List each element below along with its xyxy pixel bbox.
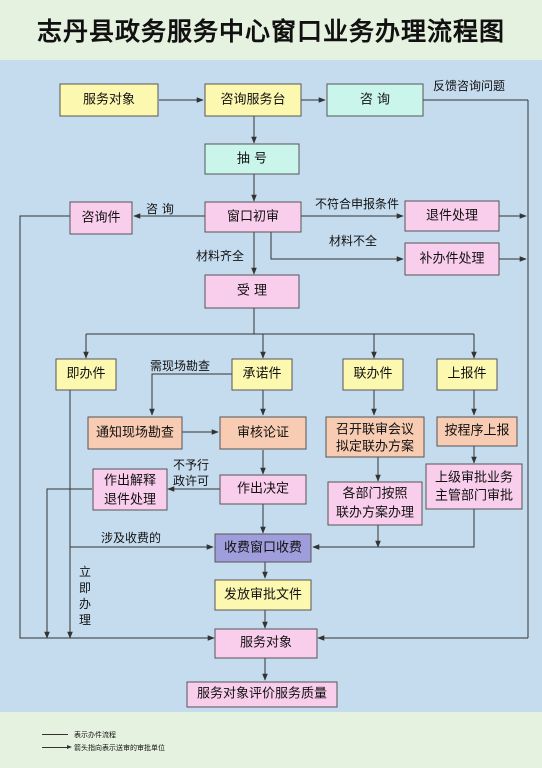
node-tongzhi-xianchang: 通知现场勘查: [87, 416, 183, 450]
legend: 表示办件流程 箭头指向表示送审的审批单位: [42, 728, 165, 754]
edge-promise-to-survey: [149, 373, 232, 416]
svg-text:上级审批业务: 上级审批业务: [435, 470, 513, 486]
edge-superior-to-fee: [378, 509, 475, 548]
edge-explain-to-bottom: [44, 488, 92, 639]
node-fuwu-duixiang-top: 服务对象: [59, 83, 159, 117]
node-zuochu-jieshi: 作出解释 退件处理: [92, 468, 168, 511]
legend-flow-text: 表示办件流程: [74, 730, 116, 739]
node-shangbaojian: 上报件: [436, 358, 498, 391]
svg-text:审核论证: 审核论证: [237, 426, 289, 441]
svg-text:作出解释: 作出解释: [104, 474, 156, 489]
node-tuijian-chuli: 退件处理: [404, 200, 500, 232]
edge-consultcase-to-bottom: [19, 215, 215, 641]
label-li-3: 办: [79, 596, 91, 611]
flowchart: 服务对象 咨询服务台 咨 询 抽 号 窗口初审 咨询件 退件处理 补办件处理 受…: [19, 78, 529, 708]
legend-arrow-icon: [42, 745, 72, 749]
svg-text:收费窗口收费: 收费窗口收费: [224, 540, 302, 556]
node-zhaokai-lianshen: 召开联审会议 拟定联办方案: [325, 416, 425, 458]
label-buyu-1: 不予行: [173, 458, 209, 472]
node-gebumen: 各部门按照 联办方案办理: [327, 481, 423, 526]
legend-line-icon: [42, 734, 68, 735]
connectors: [19, 97, 529, 681]
svg-text:主管部门审批: 主管部门审批: [435, 489, 513, 504]
node-fafang: 发放审批文件: [214, 579, 312, 611]
svg-text:窗口初审: 窗口初审: [227, 209, 279, 225]
label-zixun-edge: 咨 询: [146, 201, 174, 216]
node-jibanjian: 即办件: [55, 358, 117, 391]
label-buyu-2: 政许可: [173, 474, 209, 488]
node-zixunjian: 咨询件: [69, 201, 133, 235]
legend-arrow-text: 箭头指向表示送审的审批单位: [74, 743, 165, 752]
svg-text:通知现场勘查: 通知现场勘查: [96, 425, 174, 441]
svg-text:抽 号: 抽 号: [237, 152, 267, 167]
legend-arrow: 箭头指向表示送审的审批单位: [42, 741, 165, 754]
node-chengnuojian: 承诺件: [231, 358, 293, 391]
page-title: 志丹县政务服务中心窗口业务办理流程图: [36, 17, 505, 46]
svg-text:补办件处理: 补办件处理: [419, 252, 484, 267]
node-chuangkou-chushen: 窗口初审: [204, 201, 302, 233]
flowchart-panel: 服务对象 咨询服务台 咨 询 抽 号 窗口初审 咨询件 退件处理 补办件处理 受…: [0, 60, 542, 712]
svg-text:退件处理: 退件处理: [426, 209, 478, 224]
node-zixun-fuwutai: 咨询服务台: [204, 83, 302, 117]
svg-text:承诺件: 承诺件: [242, 367, 281, 382]
svg-text:上报件: 上报件: [447, 367, 486, 382]
svg-text:各部门按照: 各部门按照: [342, 486, 407, 502]
label-li-1: 立: [79, 564, 91, 579]
svg-text:发放审批文件: 发放审批文件: [224, 587, 302, 603]
svg-text:咨询服务台: 咨询服务台: [220, 92, 285, 108]
node-pingjia: 服务对象评价服务质量: [186, 681, 338, 708]
node-fuwu-duixiang-bottom: 服务对象: [214, 628, 318, 659]
svg-text:作出决定: 作出决定: [237, 482, 289, 497]
label-bufuhe: 不符合申报条件: [315, 196, 399, 211]
svg-text:咨 询: 咨 询: [360, 93, 390, 108]
svg-text:联办件: 联办件: [353, 367, 392, 382]
label-xu-xianchang: 需现场勘查: [150, 359, 210, 373]
legend-flow: 表示办件流程: [42, 728, 165, 741]
svg-text:按程序上报: 按程序上报: [444, 424, 509, 439]
node-shoufei: 收费窗口收费: [214, 533, 312, 563]
svg-text:服务对象: 服务对象: [240, 635, 292, 651]
svg-text:咨询件: 咨询件: [81, 211, 120, 226]
node-lianbanjian: 联办件: [342, 358, 404, 391]
label-li-2: 即: [79, 581, 91, 595]
svg-text:联办方案办理: 联办方案办理: [336, 505, 414, 521]
label-cailiao-buquan: 材料不全: [329, 233, 377, 248]
svg-text:退件处理: 退件处理: [104, 493, 156, 508]
label-cailiao-qiquan: 材料齐全: [196, 248, 244, 263]
label-li-4: 理: [79, 613, 91, 627]
svg-text:服务对象: 服务对象: [83, 92, 135, 108]
node-bubanjian-chuli: 补办件处理: [404, 242, 500, 276]
edge-review-to-supplement: [270, 232, 404, 262]
node-shenhe-lunzheng: 审核论证: [219, 416, 307, 450]
svg-text:召开联审会议: 召开联审会议: [336, 423, 414, 438]
label-fankui: 反馈咨询问题: [433, 78, 505, 93]
node-shouli: 受 理: [204, 274, 300, 309]
node-shangji-shenpi: 上级审批业务 主管部门审批: [425, 463, 523, 510]
node-chouhao: 抽 号: [204, 143, 300, 175]
svg-text:服务对象评价服务质量: 服务对象评价服务质量: [197, 686, 327, 702]
node-zixun: 咨 询: [326, 83, 424, 117]
svg-text:受 理: 受 理: [237, 284, 267, 299]
label-sheji-shoufei: 涉及收费的: [101, 530, 161, 545]
node-an-chengxu: 按程序上报: [436, 416, 518, 447]
svg-text:即办件: 即办件: [66, 367, 105, 382]
node-zuochu-jueding: 作出决定: [219, 474, 307, 505]
svg-text:拟定联办方案: 拟定联办方案: [336, 439, 414, 455]
